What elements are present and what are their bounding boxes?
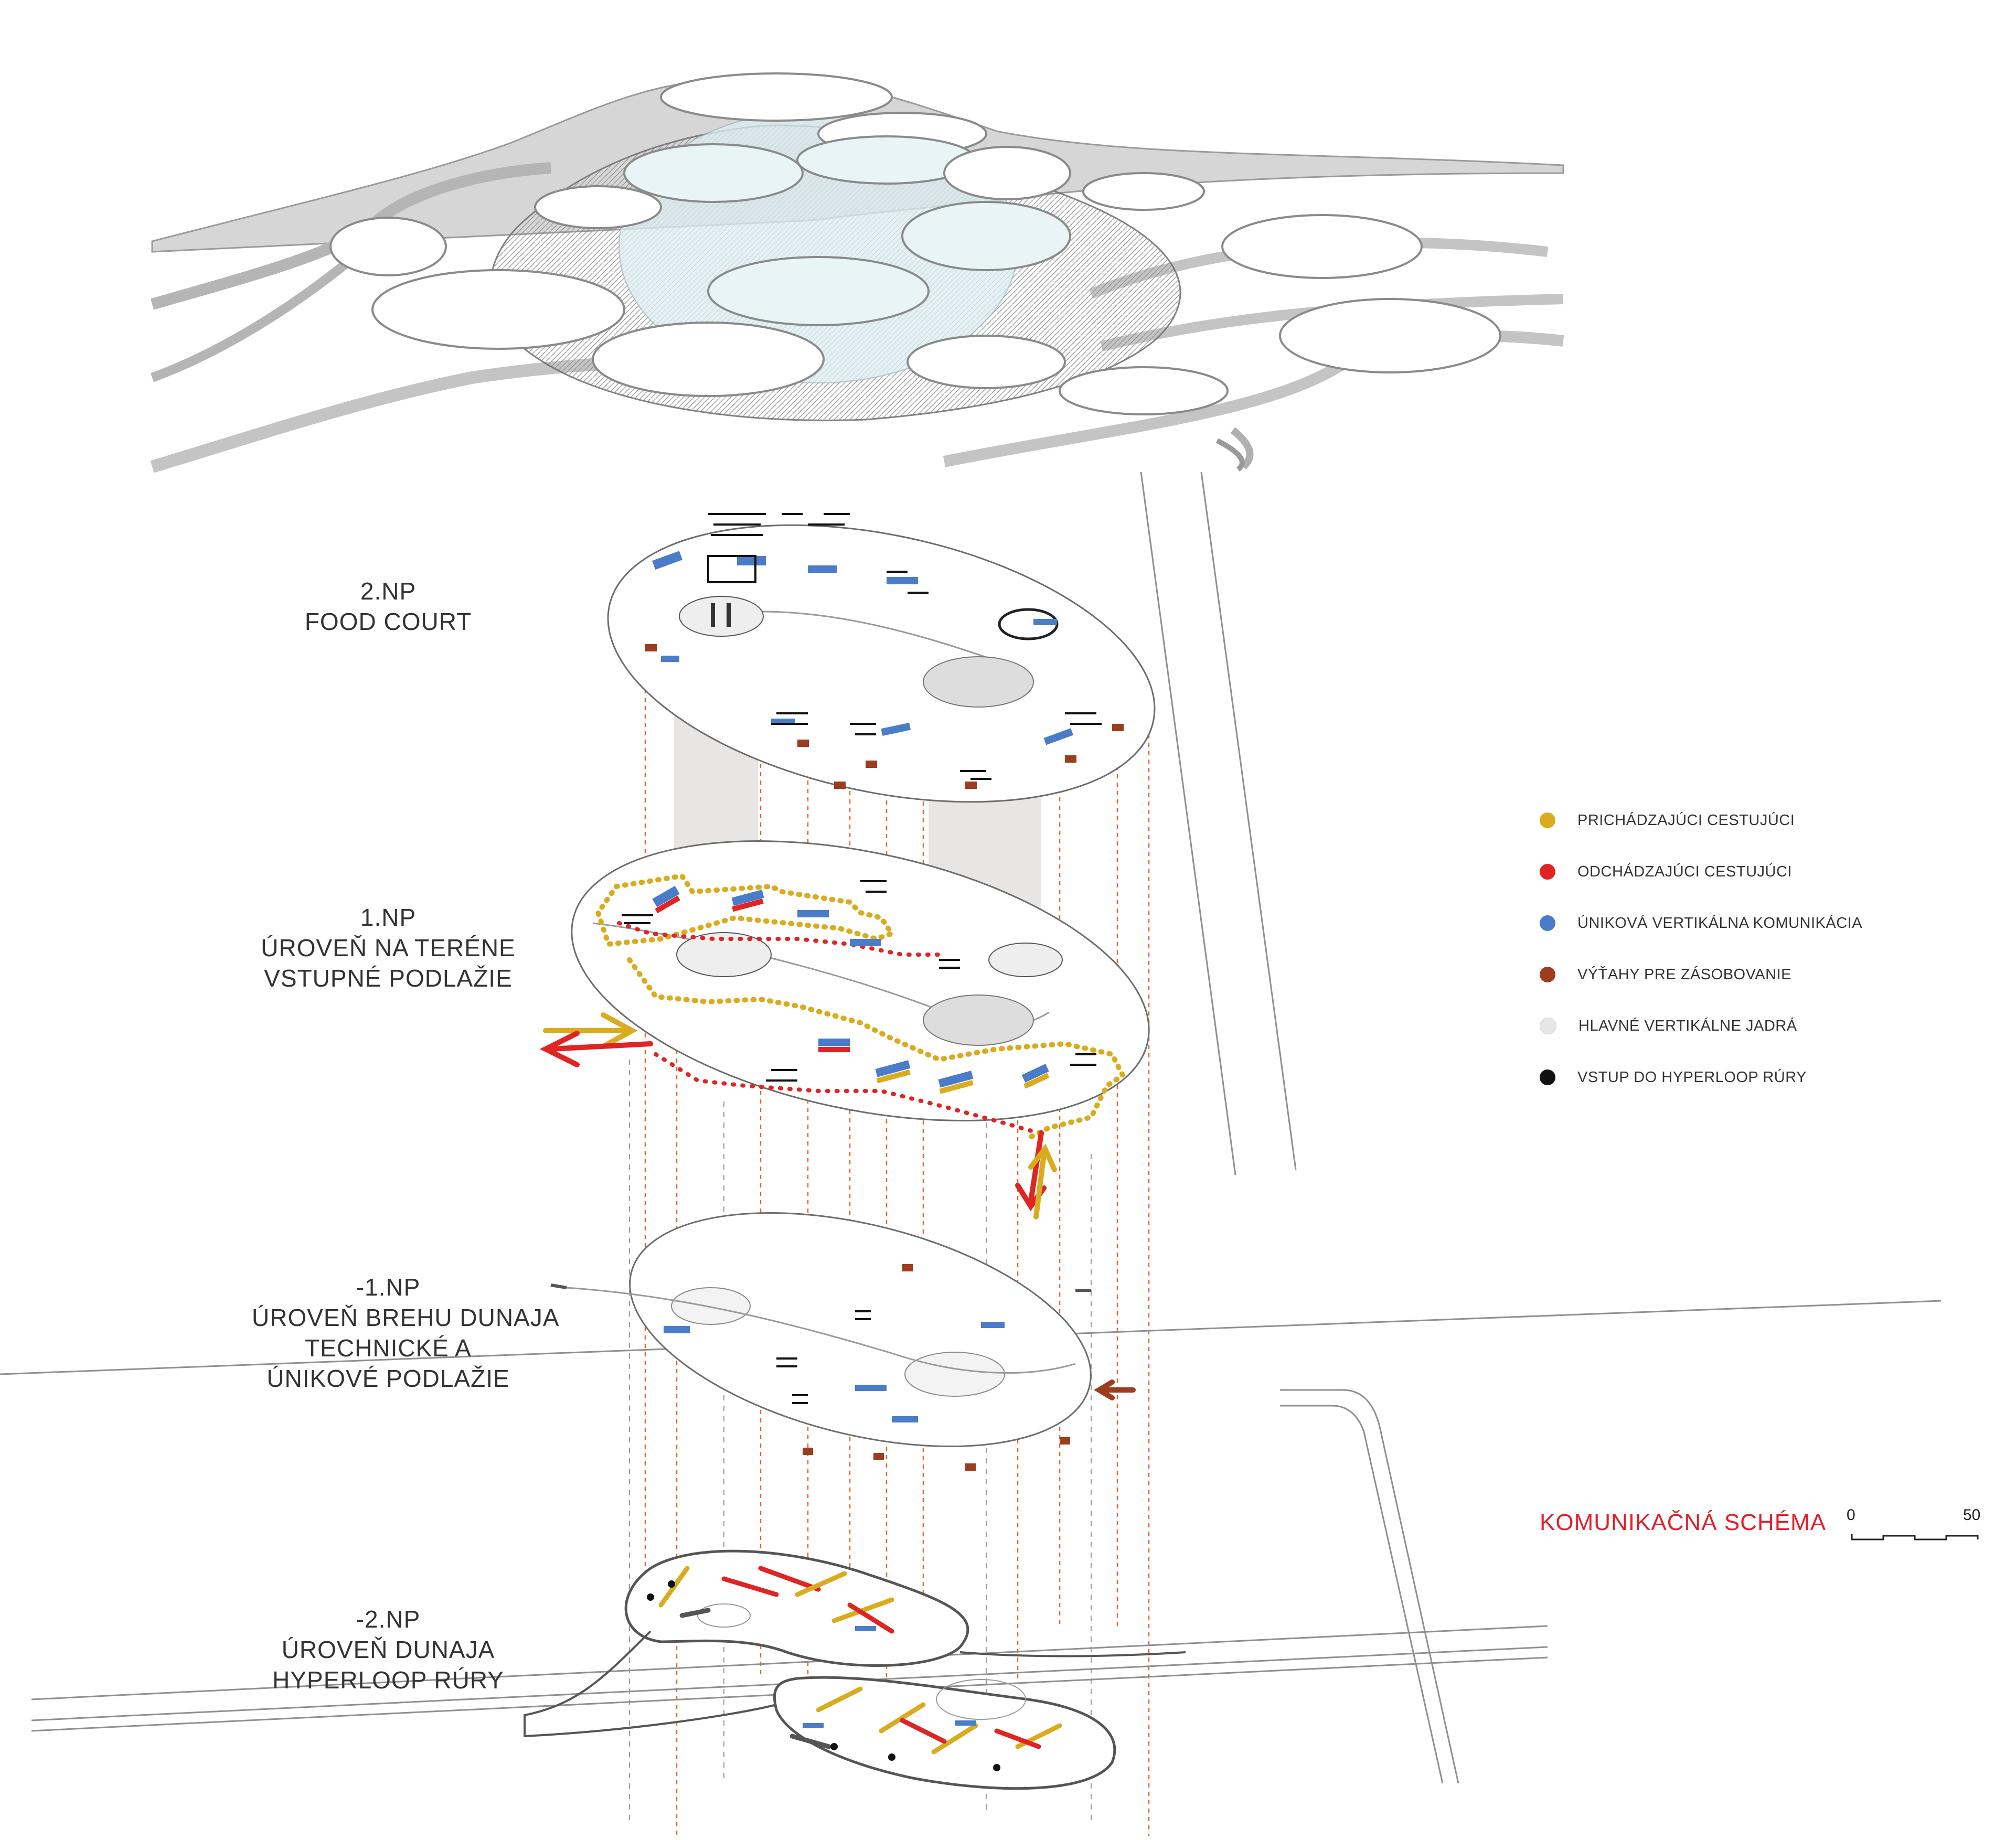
legend-dot-icon <box>1540 1018 1556 1034</box>
legend-item-arriving: PRICHÁDZAJÚCI CESTUJÚCI <box>1540 795 1938 846</box>
scale-end: 50 <box>1963 1506 1981 1524</box>
escape-stairs-2np <box>652 551 1073 745</box>
label-1np-line: 1.NP <box>360 904 417 931</box>
roof-perspective <box>150 72 1564 473</box>
legend-label: ÚNIKOVÁ VERTIKÁLNA KOMUNIKÁCIA <box>1577 914 1863 932</box>
scale-start: 0 <box>1847 1506 1855 1524</box>
label-minus1np: -1.NP ÚROVEŇ BREHU DUNAJA TECHNICKÉ A ÚN… <box>252 1272 560 1394</box>
furniture-minus1np <box>776 1310 871 1404</box>
label-minus1np-line: ÚNIKOVÉ PODLAŽIE <box>266 1365 510 1392</box>
legend-item-cores: HLAVNÉ VERTIKÁLNE JADRÁ <box>1540 1000 1938 1052</box>
legend-item-departing: ODCHÁDZAJÚCI CESTUJÚCI <box>1540 846 1938 897</box>
legend-dot-icon <box>1540 864 1555 880</box>
label-1np: 1.NP ÚROVEŇ NA TERÉNE VSTUPNÉ PODLAŽIE <box>252 902 525 993</box>
label-1np-line: VSTUPNÉ PODLAŽIE <box>264 965 513 992</box>
label-minus2np-line: HYPERLOOP RÚRY <box>272 1666 504 1694</box>
plan-2np <box>607 513 1156 803</box>
label-1np-line: ÚROVEŇ NA TERÉNE <box>261 934 516 961</box>
label-2np-line: 2.NP <box>360 577 417 605</box>
escape-stairs-minus2np <box>803 1626 976 1728</box>
legend-item-escape: ÚNIKOVÁ VERTIKÁLNA KOMUNIKÁCIA <box>1540 897 1938 949</box>
legend-label: PRICHÁDZAJÚCI CESTUJÚCI <box>1577 811 1795 829</box>
legend-label: VÝŤAHY PRE ZÁSOBOVANIE <box>1577 966 1791 983</box>
furniture-1np <box>622 880 1096 1082</box>
label-minus1np-line: -1.NP <box>356 1274 421 1301</box>
legend-item-service-lifts: VÝŤAHY PRE ZÁSOBOVANIE <box>1540 949 1938 1000</box>
plan-1np <box>571 840 1150 1141</box>
plan-minus1np <box>550 1212 1092 1471</box>
label-minus1np-line: ÚROVEŇ BREHU DUNAJA <box>252 1304 560 1331</box>
escape-stairs-1np <box>652 885 1050 1094</box>
legend-label: HLAVNÉ VERTIKÁLNE JADRÁ <box>1578 1017 1797 1034</box>
legend-dot-icon <box>1540 1069 1555 1085</box>
escape-stairs-minus1np <box>664 1322 1005 1422</box>
diagram-title: KOMUNIKAČNÁ SCHÉMA <box>1540 1510 1827 1535</box>
legend: PRICHÁDZAJÚCI CESTUJÚCI ODCHÁDZAJÚCI CES… <box>1540 795 1938 1103</box>
legend-label: VSTUP DO HYPERLOOP RÚRY <box>1577 1068 1807 1086</box>
label-minus2np-line: -2.NP <box>356 1606 421 1633</box>
plan-minus2np <box>524 1549 1186 1790</box>
label-minus2np-line: ÚROVEŇ DUNAJA <box>281 1636 495 1663</box>
service-lifts-minus1np <box>803 1264 1070 1471</box>
flow-arrows <box>539 1012 1136 1400</box>
service-lifts-2np <box>645 644 1124 789</box>
legend-dot-icon <box>1540 812 1555 828</box>
legend-dot-icon <box>1540 967 1555 982</box>
label-minus1np-line: TECHNICKÉ A <box>305 1334 472 1362</box>
legend-label: ODCHÁDZAJÚCI CESTUJÚCI <box>1577 863 1792 880</box>
label-2np: 2.NP FOOD COURT <box>252 576 525 637</box>
label-minus2np: -2.NP ÚROVEŇ DUNAJA HYPERLOOP RÚRY <box>252 1604 525 1695</box>
legend-dot-icon <box>1540 915 1555 931</box>
label-2np-line: FOOD COURT <box>304 608 472 635</box>
scale-bar <box>1851 1534 1979 1541</box>
legend-item-hyperloop-entry: VSTUP DO HYPERLOOP RÚRY <box>1540 1052 1938 1103</box>
hyperloop-tubes <box>658 1566 1062 1755</box>
hyperloop-entries <box>647 1580 1000 1771</box>
furniture-2np <box>707 513 1102 780</box>
